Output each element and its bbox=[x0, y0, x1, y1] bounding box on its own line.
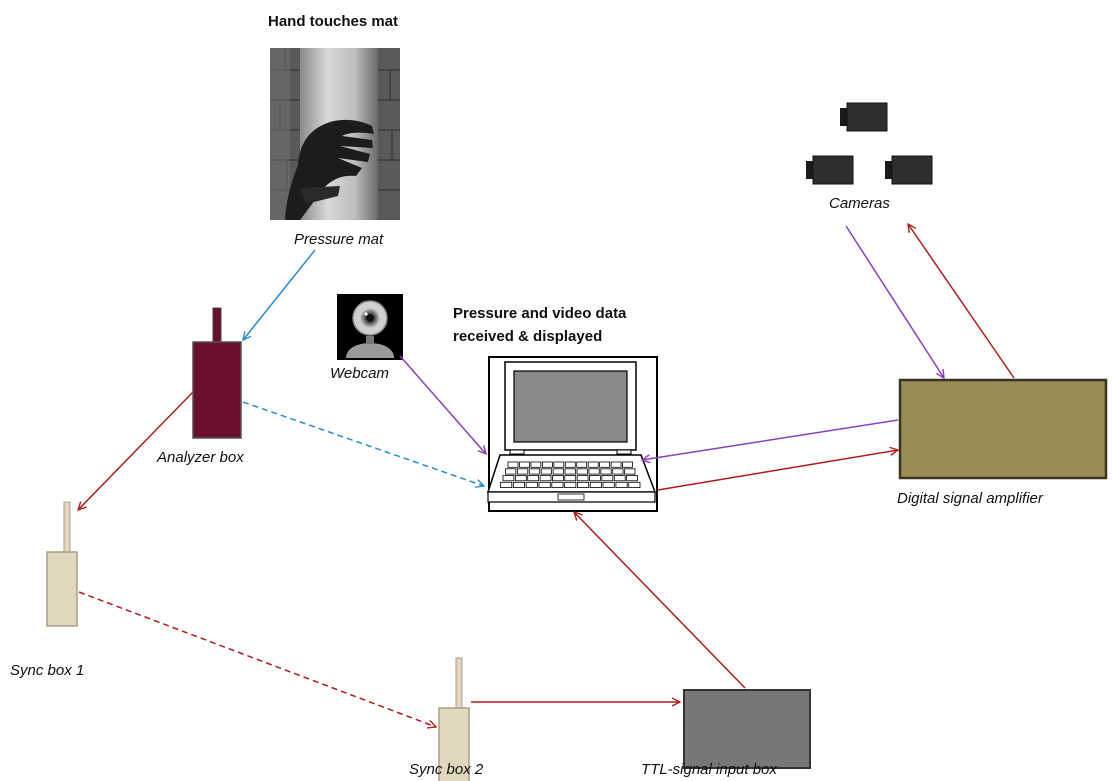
camera-top bbox=[840, 102, 888, 132]
keyboard-key bbox=[576, 461, 588, 468]
arrow-computer-to-amplifier bbox=[657, 450, 898, 491]
keyboard-key bbox=[505, 468, 517, 475]
computer-label-line2: received & displayed bbox=[453, 328, 603, 345]
keyboard-key bbox=[517, 468, 529, 475]
camera-right bbox=[885, 155, 933, 185]
sync-box-2 bbox=[438, 657, 470, 781]
cameras-label: Cameras bbox=[829, 195, 890, 212]
ttl-input-box-label: TTL-signal input box bbox=[641, 761, 777, 778]
cameras bbox=[806, 102, 933, 185]
keyboard-key bbox=[588, 468, 600, 475]
arrow-ttl-to-computer bbox=[574, 512, 746, 689]
keyboard-key bbox=[542, 461, 553, 468]
webcam bbox=[337, 294, 403, 360]
digital-signal-amplifier bbox=[898, 378, 1108, 480]
keyboard-key bbox=[610, 461, 622, 468]
keyboard-key bbox=[564, 475, 577, 482]
keyboard-key bbox=[613, 475, 626, 482]
computer-label-line1: Pressure and video data bbox=[453, 305, 627, 322]
laptop-computer bbox=[486, 356, 658, 512]
hand-touches-mat-label: Hand touches mat bbox=[268, 13, 399, 30]
arrow-amplifier-to-computer bbox=[642, 419, 899, 460]
arrow-sync-box-1-to-sync-box-2 bbox=[78, 591, 436, 727]
arrow-cameras-to-amplifier bbox=[845, 225, 944, 378]
keyboard-key bbox=[577, 481, 590, 488]
arrow-amplifier-to-cameras bbox=[908, 224, 1015, 379]
keyboard-key bbox=[564, 481, 577, 488]
keyboard-key bbox=[564, 461, 576, 468]
keyboard-key bbox=[589, 475, 601, 482]
keyboard-key bbox=[626, 475, 638, 482]
keyboard-key bbox=[589, 481, 602, 488]
keyboard-key bbox=[538, 481, 551, 488]
keyboard-key bbox=[602, 481, 615, 488]
keyboard-key bbox=[515, 475, 527, 482]
keyboard-key bbox=[500, 481, 513, 488]
pressure-mat-photo bbox=[270, 48, 400, 220]
keyboard-key bbox=[507, 461, 519, 468]
arrow-pressure-mat-to-analyzer bbox=[243, 249, 316, 340]
camera-left bbox=[806, 155, 854, 185]
keyboard-key bbox=[553, 461, 565, 468]
arrow-analyzer-to-sync-box-1 bbox=[78, 391, 194, 510]
sync-box-1 bbox=[46, 501, 78, 627]
keyboard-key bbox=[600, 468, 612, 475]
keyboard-key bbox=[552, 468, 564, 475]
keyboard-key bbox=[502, 475, 515, 482]
keyboard-key bbox=[587, 461, 599, 468]
webcam-label: Webcam bbox=[330, 365, 389, 382]
keyboard-key bbox=[576, 475, 589, 482]
keyboard-key bbox=[612, 468, 624, 475]
keyboard-key bbox=[528, 468, 541, 475]
keyboard-key bbox=[601, 475, 614, 482]
pressure-mat-label: Pressure mat bbox=[294, 231, 384, 248]
sync-box-1-label: Sync box 1 bbox=[10, 662, 85, 679]
ttl-input-box bbox=[683, 689, 811, 769]
digital-signal-amplifier-label: Digital signal amplifier bbox=[897, 490, 1043, 507]
keyboard-key bbox=[519, 461, 530, 468]
keyboard-key bbox=[551, 481, 564, 488]
keyboard-key bbox=[539, 475, 552, 482]
analyzer-box-label: Analyzer box bbox=[157, 449, 244, 466]
keyboard-key bbox=[599, 461, 610, 468]
keyboard-key bbox=[512, 481, 525, 488]
keyboard-key bbox=[622, 461, 633, 468]
keyboard-key bbox=[525, 481, 538, 488]
keyboard-key bbox=[628, 481, 641, 488]
keyboard-key bbox=[527, 475, 540, 482]
analyzer-box bbox=[192, 307, 242, 439]
arrow-analyzer-to-computer bbox=[242, 401, 484, 486]
sync-box-2-label: Sync box 2 bbox=[409, 761, 484, 778]
keyboard-key bbox=[552, 475, 564, 482]
keyboard-key bbox=[615, 481, 628, 488]
keyboard-key bbox=[564, 468, 576, 475]
keyboard-key bbox=[540, 468, 553, 475]
keyboard-key bbox=[576, 468, 588, 475]
arrow-webcam-to-computer bbox=[399, 355, 486, 454]
keyboard-key bbox=[624, 468, 636, 475]
keyboard-key bbox=[530, 461, 542, 468]
